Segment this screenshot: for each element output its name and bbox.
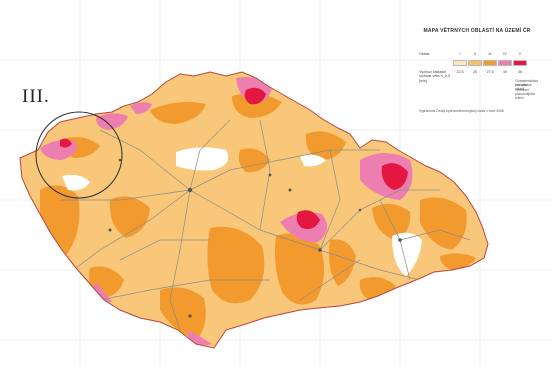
legend-area-name: II (474, 52, 476, 56)
city-markers (108, 158, 402, 318)
legend-swatch (513, 60, 527, 66)
legend-area-name: III (488, 52, 492, 56)
legend-area-name: I (459, 52, 461, 56)
legend-swatch (483, 60, 497, 66)
legend-area-value: 22,5 (456, 70, 464, 74)
legend-area-value: 25 (473, 70, 477, 74)
legend-area-label: Oblast (419, 52, 430, 56)
map-legend: MAPA VĚTRNÝCH OBLASTÍ NA ÚZEMÍ ČR Oblast… (413, 26, 541, 122)
legend-note-3: Vymezení podrobnějšího řešení (515, 88, 536, 100)
legend-area-value: 30 (503, 70, 507, 74)
legend-area-value: 36 (518, 70, 522, 74)
legend-area-name: V (518, 52, 522, 56)
legend-area-value: 27,5 (486, 70, 494, 74)
legend-area-name: IV (503, 52, 507, 56)
national-border (19, 71, 489, 349)
legend-swatch (468, 60, 482, 66)
wind-zone-iii-areas (40, 93, 476, 340)
region-label: III. (22, 86, 50, 107)
legend-swatch (498, 60, 512, 66)
legend-source: Vypracoval Český hydrometeorologický úst… (419, 109, 504, 113)
legend-title: MAPA VĚTRNÝCH OBLASTÍ NA ÚZEMÍ ČR (423, 28, 531, 34)
legend-value-label: Výchozí základní rychlost větru v_b,0 [m… (419, 70, 451, 83)
legend-note-2: pro vybrané oblasti (515, 83, 532, 91)
region-highlight-circle (35, 111, 123, 199)
white-areas (62, 147, 422, 276)
legend-note-1: Charakteristická hodnota (515, 79, 538, 87)
wind-zone-v-areas (60, 87, 408, 229)
legend-swatch (453, 60, 467, 66)
